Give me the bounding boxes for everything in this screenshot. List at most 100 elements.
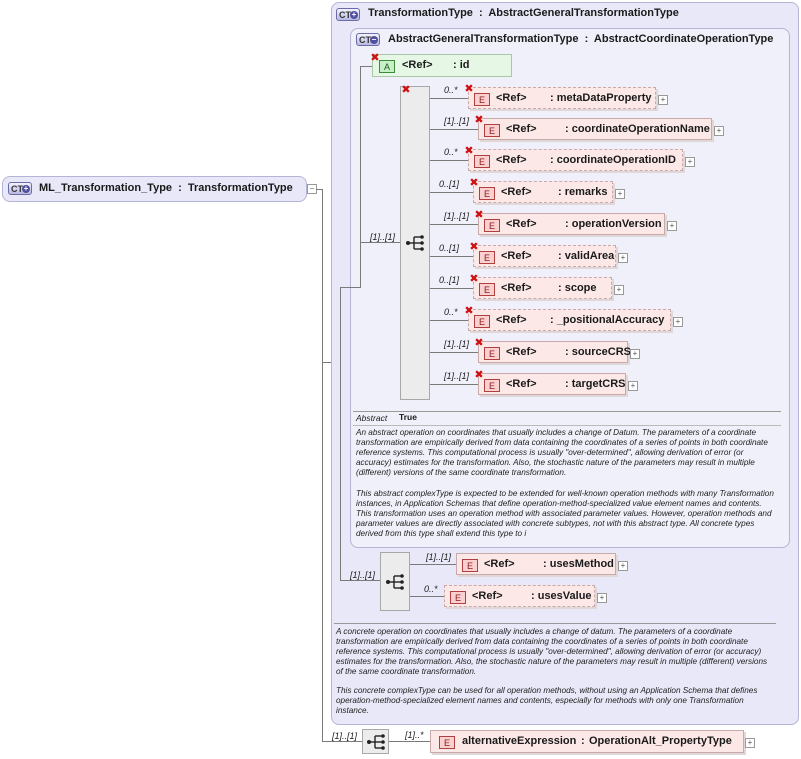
prohibited-icon: ✖ — [401, 84, 411, 96]
attribute-ref: <Ref> — [402, 59, 433, 71]
element-ref: <Ref> — [501, 282, 532, 294]
element-icon: E — [450, 591, 466, 604]
element-icon: E — [474, 315, 490, 328]
element-metadataproperty[interactable]: E <Ref> : metaDataProperty — [468, 87, 656, 109]
element-icon: E — [462, 559, 478, 572]
abstract-general-transformation-type-title: AbstractGeneralTransformationType : Abst… — [388, 33, 774, 45]
expand-icon[interactable]: + — [618, 561, 628, 571]
element-name: : _positionalAccuracy — [550, 314, 665, 326]
connector-line — [430, 384, 478, 385]
element-cardinality: [1]..[1] — [444, 116, 470, 126]
inner-doc-para2: This abstract complexType is expected to… — [356, 489, 774, 538]
expand-icon[interactable]: + — [628, 381, 638, 391]
element-name: : sourceCRS — [565, 346, 632, 358]
element-cardinality: 0..* — [444, 147, 458, 157]
doc-divider — [334, 623, 776, 624]
abstract-value: True — [399, 412, 417, 422]
bottom-sequence-cardinality: [1]..[1] — [332, 731, 358, 741]
element-cardinality: [1]..[1] — [444, 339, 470, 349]
connector-line — [430, 224, 478, 225]
element-icon: E — [484, 219, 500, 232]
connector-line — [430, 256, 473, 257]
connector-line — [360, 66, 372, 67]
root-type-base: TransformationType — [187, 182, 293, 194]
element-name: : validArea — [558, 250, 615, 262]
sequence-icon — [406, 235, 424, 251]
connector-line — [430, 98, 468, 99]
attribute-name: : id — [453, 59, 470, 71]
element-icon: E — [479, 187, 495, 200]
element-ref: <Ref> — [496, 314, 527, 326]
expand-icon[interactable]: + — [630, 349, 640, 359]
element-usesmethod[interactable]: E <Ref> : usesMethod — [456, 553, 616, 575]
element-alternative-expression[interactable]: E alternativeExpression : OperationAlt_P… — [430, 730, 744, 753]
attribute-id[interactable]: A <Ref> : id — [372, 54, 512, 77]
connector-line — [322, 362, 331, 363]
doc-divider — [353, 425, 781, 426]
connector-line — [340, 580, 380, 581]
prohibited-icon: ✖ — [474, 337, 484, 349]
expand-icon[interactable]: + — [658, 95, 668, 105]
prohibited-icon: ✖ — [464, 305, 474, 317]
element-coordinateoperationid[interactable]: E <Ref> : coordinateOperationID — [468, 149, 683, 171]
abstract-type-base: AbstractCoordinateOperationType — [593, 33, 774, 45]
root-type-name: ML_Transformation_Type — [39, 182, 173, 194]
element-coordinateoperationname[interactable]: E <Ref> : coordinateOperationName — [478, 118, 712, 140]
expand-icon[interactable]: + — [685, 157, 695, 167]
expand-icon[interactable]: + — [615, 189, 625, 199]
element-remarks[interactable]: E <Ref> : remarks — [473, 181, 613, 203]
prohibited-icon: ✖ — [474, 369, 484, 381]
element-sourcecrs[interactable]: E <Ref> : sourceCRS — [478, 341, 632, 363]
connector-line — [430, 129, 478, 130]
connector-line — [340, 287, 341, 580]
outer-doc-para2: This concrete complexType can be used fo… — [336, 686, 758, 715]
element-name: : remarks — [558, 186, 608, 198]
expand-icon[interactable]: + — [618, 253, 628, 263]
root-type-box[interactable]: CT+ ML_Transformation_Type : Transformat… — [2, 176, 307, 202]
sequence-compositor[interactable] — [400, 86, 430, 400]
root-type-title: ML_Transformation_Type : TransformationT… — [39, 182, 293, 194]
element-targetcrs[interactable]: E <Ref> : targetCRS — [478, 373, 626, 395]
element-name: : coordinateOperationName — [565, 123, 710, 135]
element-ref: <Ref> — [484, 558, 515, 570]
element-name: : scope — [558, 282, 597, 294]
connector-line — [410, 596, 444, 597]
prohibited-icon: ✖ — [474, 209, 484, 221]
connector-line — [430, 320, 468, 321]
element-ref: <Ref> — [506, 378, 537, 390]
connector-line — [340, 287, 360, 288]
element-name: : usesValue — [531, 590, 592, 602]
expand-icon[interactable]: + — [597, 593, 607, 603]
connector-line — [430, 352, 478, 353]
element-operationversion[interactable]: E <Ref> : operationVersion — [478, 213, 665, 235]
connector-line — [360, 66, 361, 288]
outer-doc-para1: A concrete operation on coordinates that… — [336, 627, 768, 676]
prohibited-icon: ✖ — [464, 83, 474, 95]
element-icon: E — [484, 124, 500, 137]
element-icon: E — [484, 347, 500, 360]
element-validarea[interactable]: E <Ref> : validArea — [473, 245, 616, 267]
expand-icon[interactable]: + — [673, 317, 683, 327]
expand-icon[interactable]: + — [667, 221, 677, 231]
connector-line — [430, 288, 473, 289]
sequence-icon — [386, 574, 404, 590]
expand-icon[interactable]: + — [745, 738, 755, 748]
bottom-sequence-compositor[interactable] — [362, 729, 389, 754]
element-usesvalue[interactable]: E <Ref> : usesValue — [444, 585, 595, 607]
complex-type-icon: CT+ — [8, 182, 32, 195]
transformation-type-name: TransformationType — [368, 7, 473, 19]
element-icon: E — [439, 736, 455, 749]
element-positionalaccuracy[interactable]: E <Ref> : _positionalAccuracy — [468, 309, 671, 331]
element-name: : coordinateOperationID — [550, 154, 676, 166]
element-icon: E — [479, 283, 495, 296]
element-name: : usesMethod — [543, 558, 614, 570]
element-type: OperationAlt_PropertyType — [589, 735, 732, 747]
prohibited-icon: ✖ — [469, 273, 479, 285]
element-cardinality: [1]..[1] — [444, 211, 470, 221]
element-scope[interactable]: E <Ref> : scope — [473, 277, 612, 299]
outer-sequence-compositor[interactable] — [380, 552, 410, 611]
element-cardinality: 0..[1] — [439, 179, 460, 189]
inner-doc-para1: An abstract operation on coordinates tha… — [356, 428, 768, 477]
expand-icon[interactable]: + — [714, 126, 724, 136]
expand-icon[interactable]: + — [614, 285, 624, 295]
